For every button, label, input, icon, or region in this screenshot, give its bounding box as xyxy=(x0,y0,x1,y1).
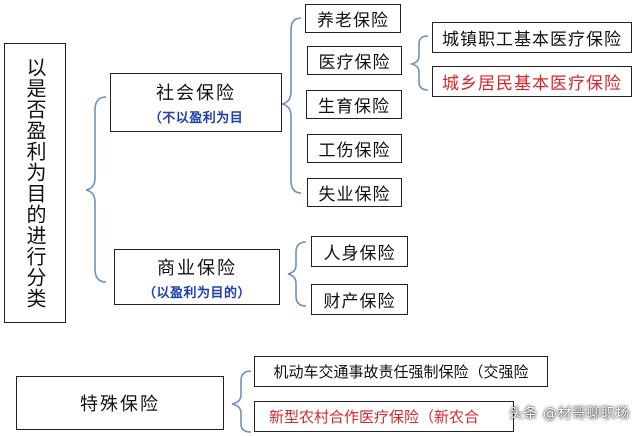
compulsory-traffic-label: 机动车交通事故责任强制保险（交强险 xyxy=(273,363,529,381)
special-item-new-rural-coop: 新型农村合作医疗保险（新农合 xyxy=(254,401,514,432)
social-insurance-label: 社会保险 xyxy=(156,83,236,104)
commercial-insurance-label: 商业保险 xyxy=(157,257,237,279)
commercial-insurance-box: 商业保险 （以盈利为目的） xyxy=(114,249,280,305)
new-rural-coop-label: 新型农村合作医疗保险（新农合 xyxy=(269,408,480,426)
commercial-item-personal: 人身保险 xyxy=(311,236,408,267)
commercial-item-property: 财产保险 xyxy=(311,284,408,315)
social-insurance-box: 社会保险 （不以盈利为目 xyxy=(110,73,282,132)
commercial-insurance-subtitle: （以盈利为目的） xyxy=(142,285,251,301)
social-item-injury: 工伤保险 xyxy=(307,134,402,163)
special-insurance-label: 特殊保险 xyxy=(80,394,160,415)
root-category-label: 以是否盈利为目的进行分类 xyxy=(23,57,47,309)
commercial-brace xyxy=(287,241,307,307)
social-item-medical: 医疗保险 xyxy=(307,46,402,75)
urban-rural-resident-label: 城乡居民基本医疗保险 xyxy=(442,74,622,94)
root-category-box: 以是否盈利为目的进行分类 xyxy=(4,43,66,323)
social-item-unemployment: 失业保险 xyxy=(307,178,402,207)
social-item-maternity: 生育保险 xyxy=(306,90,402,119)
special-item-compulsory-traffic: 机动车交通事故责任强制保险（交强险 xyxy=(254,356,548,387)
social-item-pension: 养老保险 xyxy=(305,4,401,33)
root-brace xyxy=(85,96,107,283)
medical-subitem-urban-rural-resident: 城乡居民基本医疗保险 xyxy=(432,66,632,97)
medical-brace xyxy=(409,35,429,91)
medical-subitem-urban-employee: 城镇职工基本医疗保险 xyxy=(432,22,632,53)
watermark: 头条 @材哥聊职场 xyxy=(509,406,630,422)
social-insurance-subtitle: （不以盈利为目 xyxy=(148,111,244,126)
special-brace xyxy=(231,370,252,433)
special-insurance-box: 特殊保险 xyxy=(16,376,224,430)
urban-employee-label: 城镇职工基本医疗保险 xyxy=(442,30,622,50)
social-brace xyxy=(281,17,302,194)
